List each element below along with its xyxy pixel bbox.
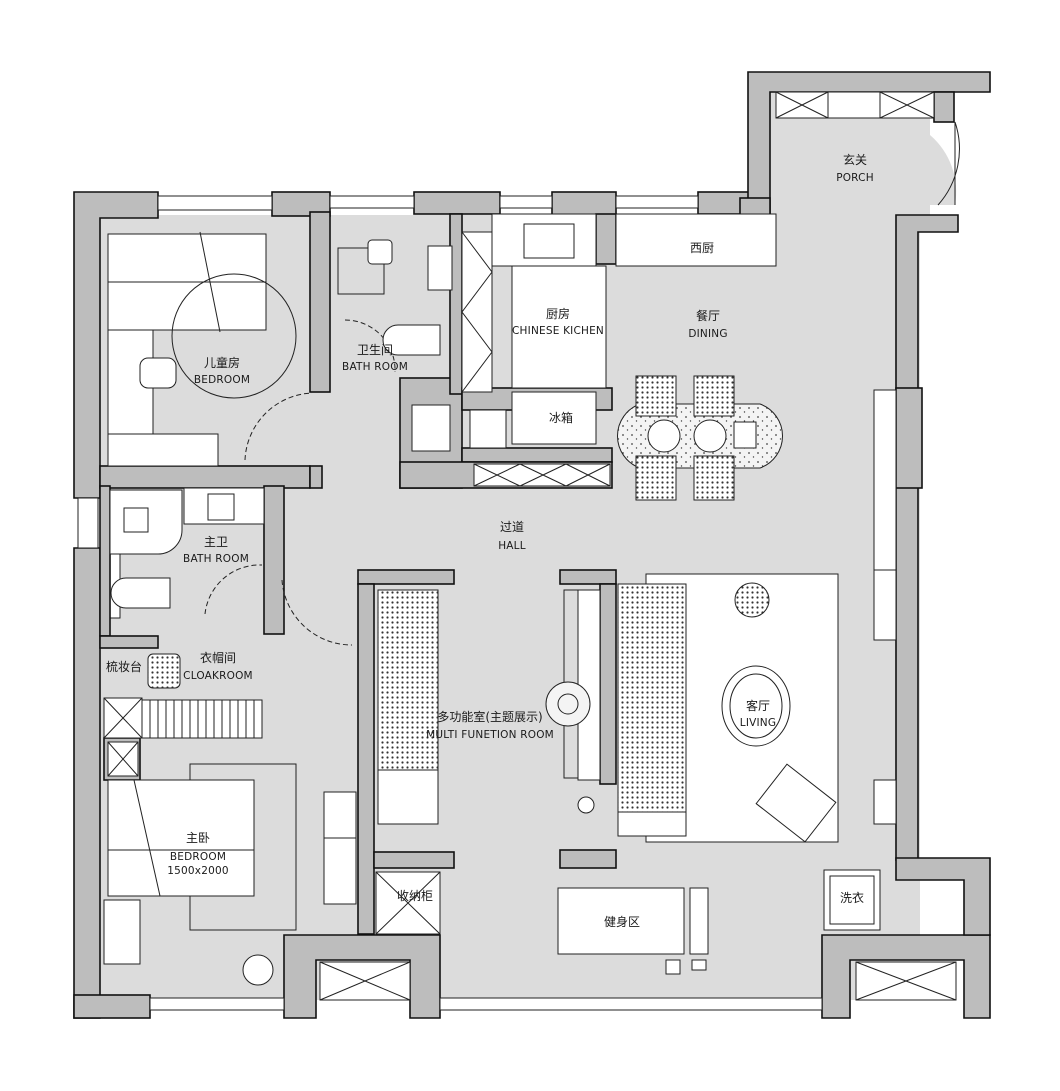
master-bedroom-en-label: BEDROOM [170, 851, 226, 863]
living-en-label: LIVING [740, 717, 776, 729]
porch-en-label: PORCH [836, 172, 874, 184]
laundry-machine [823, 869, 881, 931]
gym-equipment [557, 887, 709, 975]
multi-room-en-label: MULTI FUNETION ROOM [426, 729, 554, 741]
dining-set [616, 375, 784, 501]
bath1-zh-label: 卫生间 [357, 343, 393, 357]
kitchen-zh-label: 厨房 [546, 306, 570, 321]
master-bath-zh-label: 主卫 [204, 535, 228, 549]
kids-bedroom-zh-label: 儿童房 [204, 355, 240, 370]
bath1-en-label: BATH ROOM [342, 361, 408, 373]
fridge-label: 冰箱 [549, 410, 573, 425]
kids-bedroom-furniture [107, 231, 297, 467]
cloakroom-zh-label: 衣帽间 [200, 650, 236, 665]
vanity-label: 梳妆台 [106, 659, 142, 674]
dining-zh-label: 餐厅 [696, 308, 720, 323]
gym-label: 健身区 [604, 914, 640, 929]
master-bath-en-label: BATH ROOM [183, 553, 249, 565]
master-bedroom-size-label: 1500x2000 [167, 865, 228, 877]
cloakroom-fixtures [103, 653, 263, 777]
room-labels: 玄关 PORCH 西厨 餐厅 DINING 厨房 CHINESE KICHEN … [106, 152, 874, 929]
west-kitchen-counter [615, 213, 777, 267]
multi-room-zh-label: 多功能室(主题展示) [437, 709, 542, 724]
laundry-label: 洗衣 [840, 890, 864, 905]
hall-zh-label: 过道 [500, 520, 524, 534]
windows [77, 91, 957, 1011]
multi-room-furniture [377, 589, 601, 825]
entrance-door [937, 121, 960, 206]
master-bedroom-furniture [103, 763, 357, 986]
porch-zh-label: 玄关 [843, 152, 867, 167]
kitchen-en-label: CHINESE KICHEN [512, 325, 604, 337]
hall-en-label: HALL [498, 540, 526, 552]
master-bedroom-zh-label: 主卧 [186, 831, 210, 845]
west-kitchen-label: 西厨 [690, 241, 714, 255]
kitchen-fixtures [473, 213, 611, 487]
bath1-fixtures [337, 231, 507, 452]
storage-cabinet [375, 871, 441, 935]
kids-bedroom-en-label: BEDROOM [194, 374, 250, 386]
master-bath-fixtures [109, 487, 265, 609]
cloakroom-en-label: CLOAKROOM [183, 670, 253, 682]
living-zh-label: 客厅 [746, 698, 770, 713]
doors [204, 319, 396, 646]
dining-en-label: DINING [688, 328, 727, 340]
storage-label: 收纳柜 [397, 889, 433, 903]
living-furniture [617, 573, 839, 843]
